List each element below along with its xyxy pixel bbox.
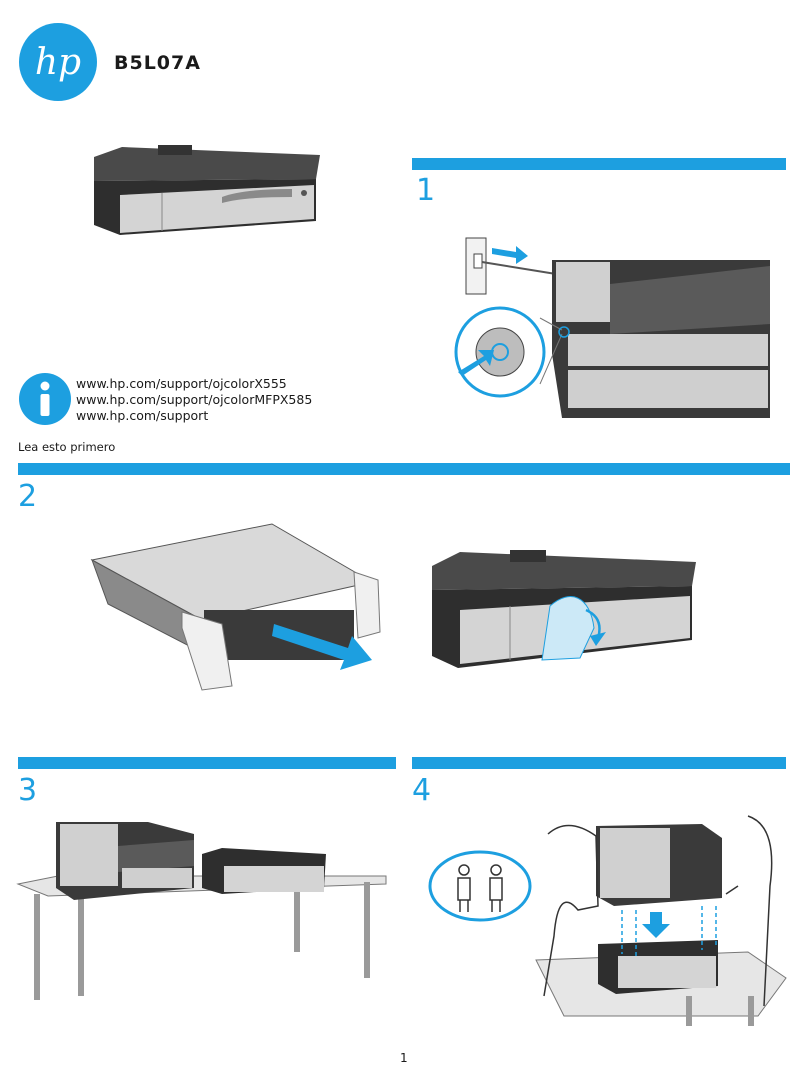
remove-tape-illustration — [432, 550, 696, 668]
two-person-lift-illustration — [428, 815, 787, 1026]
step-2-bar — [18, 463, 790, 475]
step-1-bar — [412, 158, 786, 170]
step-2-number: 2 — [18, 479, 38, 514]
step-3-number: 3 — [18, 773, 38, 808]
support-link-general[interactable]: www.hp.com/support — [76, 408, 209, 423]
step-4-bar — [412, 757, 786, 769]
support-link-x555[interactable]: www.hp.com/support/ojcolorX555 — [76, 376, 287, 391]
paper-tray-illustration — [94, 145, 320, 235]
support-links: www.hp.com/support/ojcolorX555 www.hp.co… — [76, 376, 312, 424]
support-link-mfpx585[interactable]: www.hp.com/support/ojcolorMFPX585 — [76, 392, 313, 407]
read-first-label: Lea esto primero — [18, 440, 116, 454]
info-icon — [19, 373, 71, 425]
printer-and-tray-on-table-illustration — [16, 822, 387, 1000]
step-4-number: 4 — [412, 773, 432, 808]
model-number: B5L07A — [114, 52, 201, 74]
step-3-bar — [18, 757, 396, 769]
svg-text:hp: hp — [35, 42, 81, 83]
unbox-tray-illustration — [90, 523, 381, 691]
step-1-number: 1 — [416, 173, 436, 208]
hp-logo: hp — [19, 23, 97, 101]
power-on-illustration — [454, 237, 770, 418]
page-number: 1 — [400, 1051, 408, 1065]
